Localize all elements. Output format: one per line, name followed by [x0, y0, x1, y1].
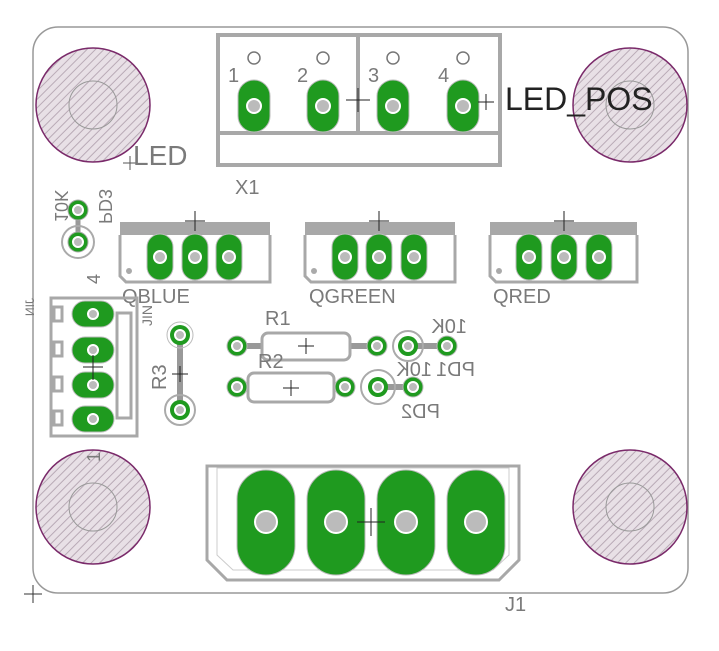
component-r2[interactable]: R2	[226, 351, 356, 404]
jin-pin-4-label: 4	[84, 274, 104, 284]
x1-pin-3-label: 3	[368, 65, 379, 87]
pd3-value-label: 10K	[51, 190, 71, 222]
pd1-label: PD1	[436, 359, 475, 381]
jin-mirror-label: JIN	[23, 298, 37, 316]
jin-pin-1-label: 1	[84, 452, 104, 462]
mounting-hole-tl	[35, 47, 151, 163]
origin-cross	[24, 585, 42, 603]
led-label: LED	[133, 140, 187, 171]
component-qred[interactable]: QRED	[488, 211, 639, 308]
x1-pin-1-label: 1	[228, 65, 239, 87]
component-j1[interactable]: J1	[205, 464, 526, 616]
x1-label: X1	[235, 177, 259, 199]
component-pd1[interactable]: 10K PD1 10K	[392, 316, 475, 381]
pd1-value2-label: 10K	[396, 359, 432, 381]
component-pd3[interactable]: 10K PD3	[51, 189, 115, 259]
qblue-label: QBLUE	[122, 286, 190, 308]
component-qblue[interactable]: QBLUE	[118, 211, 272, 308]
mounting-hole-tr	[572, 47, 688, 163]
component-x1[interactable]: 1 2 3 4 X1	[216, 33, 502, 199]
r2-label: R2	[258, 351, 284, 373]
component-pd2[interactable]: PD2	[360, 369, 440, 423]
component-r1[interactable]: R1	[226, 308, 388, 362]
x1-pin-2-label: 2	[297, 65, 308, 87]
r3-label: R3	[149, 364, 171, 390]
j1-label: J1	[505, 594, 526, 616]
component-jin[interactable]: 4 1 JIN JIN	[23, 274, 155, 462]
board-outline	[32, 26, 689, 594]
pd2-label: PD2	[401, 401, 440, 423]
component-r3[interactable]: R3	[149, 321, 196, 426]
pd1-value-label: 10K	[431, 316, 467, 338]
led-pos-label: LED_POS	[505, 81, 653, 117]
component-qgreen[interactable]: QGREEN	[303, 211, 457, 308]
jin-label: JIN	[139, 305, 155, 326]
x1-pads	[237, 79, 480, 133]
qgreen-label: QGREEN	[309, 286, 396, 308]
mounting-hole-br	[572, 449, 688, 565]
pd3-label: PD3	[95, 189, 115, 224]
mounting-hole-bl	[35, 449, 151, 565]
x1-pin-4-label: 4	[438, 65, 449, 87]
mounting-holes	[35, 47, 688, 565]
qred-label: QRED	[493, 286, 551, 308]
r1-label: R1	[265, 308, 291, 330]
